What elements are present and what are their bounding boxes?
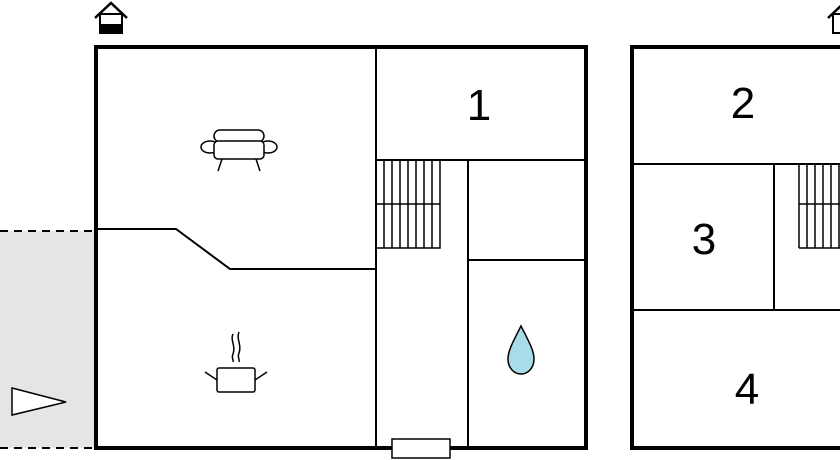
house-floor-icon-upper <box>827 5 840 34</box>
room-1-label: 1 <box>467 81 491 130</box>
water-drop-icon <box>507 324 535 375</box>
room-3-label: 3 <box>692 215 716 264</box>
arrow-entrance-icon <box>11 387 67 416</box>
sofa-icon <box>200 129 278 172</box>
terrace-area <box>0 230 95 449</box>
upper-floor-walls <box>632 163 840 311</box>
house-floor-icon <box>94 1 128 34</box>
terrace-fill <box>0 231 95 448</box>
entrance-door <box>391 438 451 459</box>
stairs-icon <box>375 159 441 249</box>
ground-floor-walls <box>96 47 586 448</box>
room-4-label: 4 <box>735 365 759 414</box>
upper-floor-outline <box>630 45 840 450</box>
stairs-icon-upper <box>798 164 840 249</box>
room-2-label: 2 <box>731 79 755 128</box>
ground-floor-outline <box>94 45 588 450</box>
cooking-pot-icon <box>204 331 268 393</box>
